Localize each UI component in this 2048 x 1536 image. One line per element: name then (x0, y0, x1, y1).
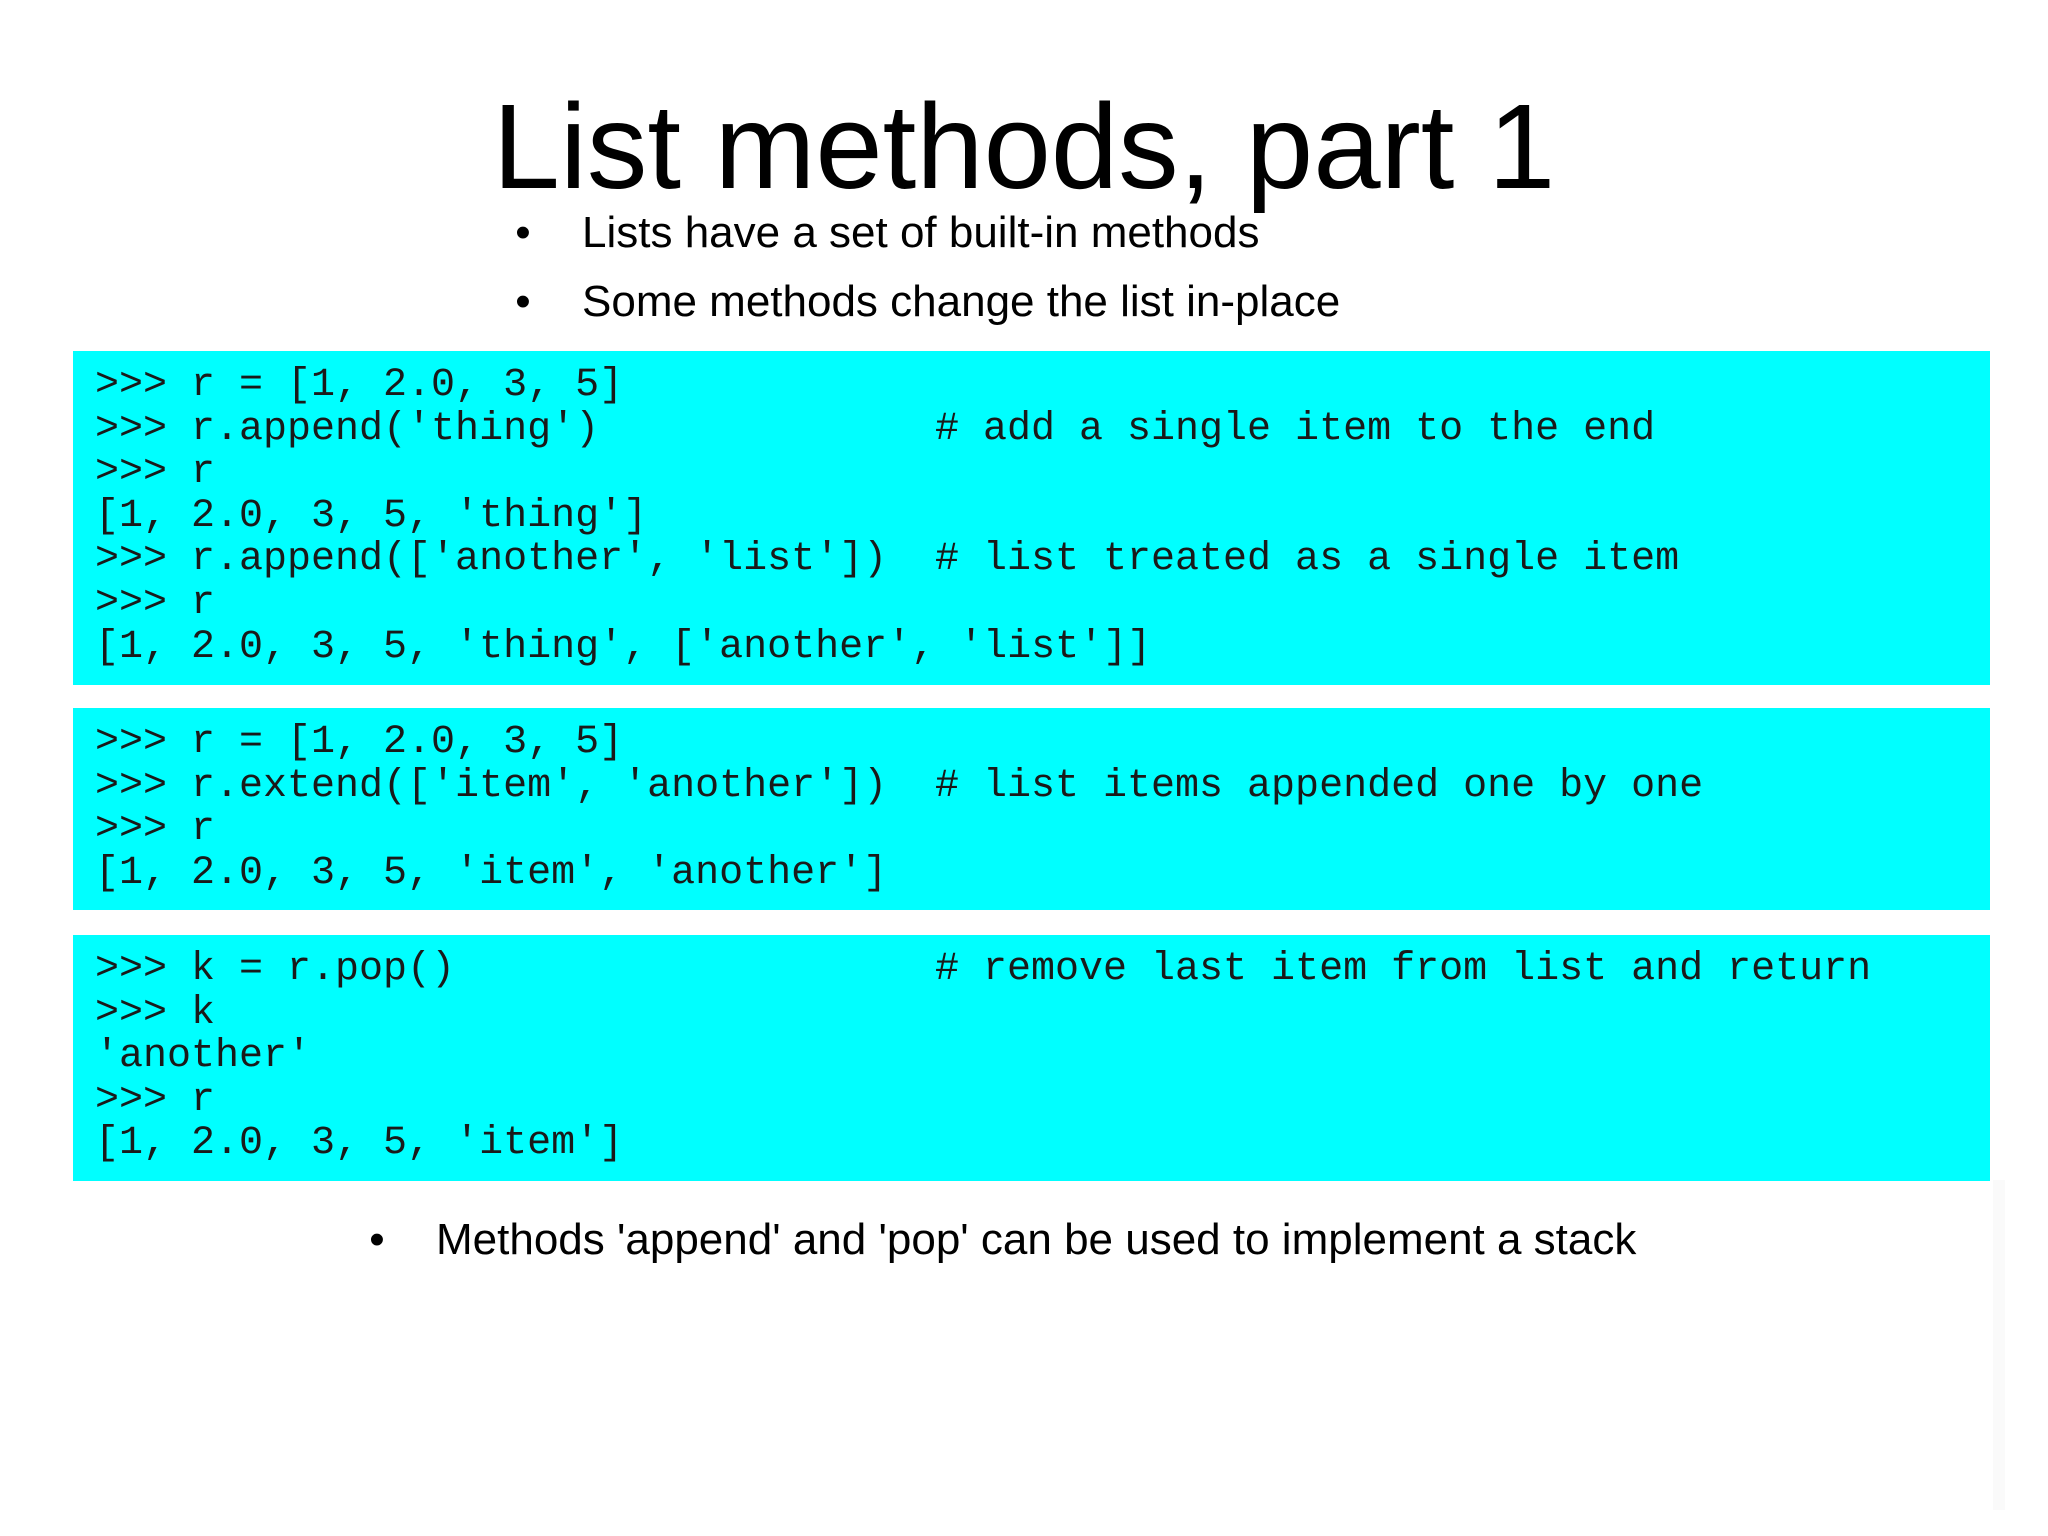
code-line: [1, 2.0, 3, 5, 'thing', ['another', 'lis… (95, 624, 1990, 670)
bullet-dot-icon: • (515, 208, 531, 257)
code-block-extend: >>> r = [1, 2.0, 3, 5] >>> r.extend(['it… (73, 708, 1990, 910)
bullet-dot-icon: • (515, 277, 531, 326)
code-text: >>> r = [1, 2.0, 3, 5] (95, 720, 624, 765)
code-text: >>> r (95, 580, 216, 626)
bullet-dot-icon: • (369, 1215, 385, 1264)
page-edge-shade (1993, 1180, 2005, 1510)
code-text: [1, 2.0, 3, 5, 'item'] (95, 1121, 624, 1167)
code-text: >>> r (95, 807, 216, 853)
code-line: >>> r (95, 582, 1990, 626)
code-line: >>> r = [1, 2.0, 3, 5] (95, 721, 1990, 765)
code-text: >>> r (95, 1077, 216, 1123)
code-line: [1, 2.0, 3, 5, 'thing'] (95, 495, 1990, 539)
code-text: >>> k = r.pop() (95, 947, 456, 992)
bullet-text: Lists have a set of built-in methods (582, 208, 1260, 257)
code-line: [1, 2.0, 3, 5, 'item', 'another'] (95, 852, 1990, 896)
code-block-pop: >>> k = r.pop() # remove last item from l… (73, 935, 1990, 1181)
code-text: >>> k (95, 990, 216, 1036)
code-comment: # add a single item to the end (935, 406, 1656, 452)
code-comment: # list treated as a single item (935, 537, 1680, 583)
code-line: >>> r.extend(['item', 'another']) # list … (95, 763, 1990, 809)
code-text: [1, 2.0, 3, 5, 'item', 'another'] (95, 850, 888, 896)
code-line: [1, 2.0, 3, 5, 'item'] (95, 1122, 1990, 1166)
bullet-text: Some methods change the list in-place (582, 277, 1341, 326)
code-text: [1, 2.0, 3, 5, 'thing'] (95, 493, 648, 539)
code-comment: # list items appended one by one (935, 763, 1704, 809)
code-text: >>> r (95, 450, 216, 496)
code-line: >>> r (95, 808, 1990, 852)
code-line: >>> r.append('thing') # add a single item… (95, 406, 1990, 452)
code-text: 'another' (95, 1034, 312, 1080)
code-text: >>> r.append('thing') (95, 406, 600, 452)
code-line: >>> r.append(['another', 'list']) # list … (95, 538, 1990, 582)
code-text: [1, 2.0, 3, 5, 'thing', ['another', 'lis… (95, 624, 1152, 670)
code-text: >>> r.extend(['item', 'another']) (95, 763, 888, 809)
code-line: >>> k (95, 990, 1990, 1036)
code-comment: # remove last item from list and return (935, 947, 1872, 992)
code-block-append: >>> r = [1, 2.0, 3, 5] >>> r.append('thi… (73, 351, 1990, 685)
code-line: >>> r (95, 451, 1990, 495)
code-line: >>> r = [1, 2.0, 3, 5] (95, 364, 1990, 408)
slide-title: List methods, part 1 (492, 78, 1556, 214)
code-text: >>> r = [1, 2.0, 3, 5] (95, 363, 624, 408)
bullet-text: Methods 'append' and 'pop' can be used t… (436, 1215, 1637, 1264)
code-line: >>> k = r.pop() # remove last item from l… (95, 948, 1990, 992)
code-line: 'another' (95, 1035, 1990, 1079)
code-line: >>> r (95, 1079, 1990, 1123)
code-text: >>> r.append(['another', 'list']) (95, 537, 888, 583)
